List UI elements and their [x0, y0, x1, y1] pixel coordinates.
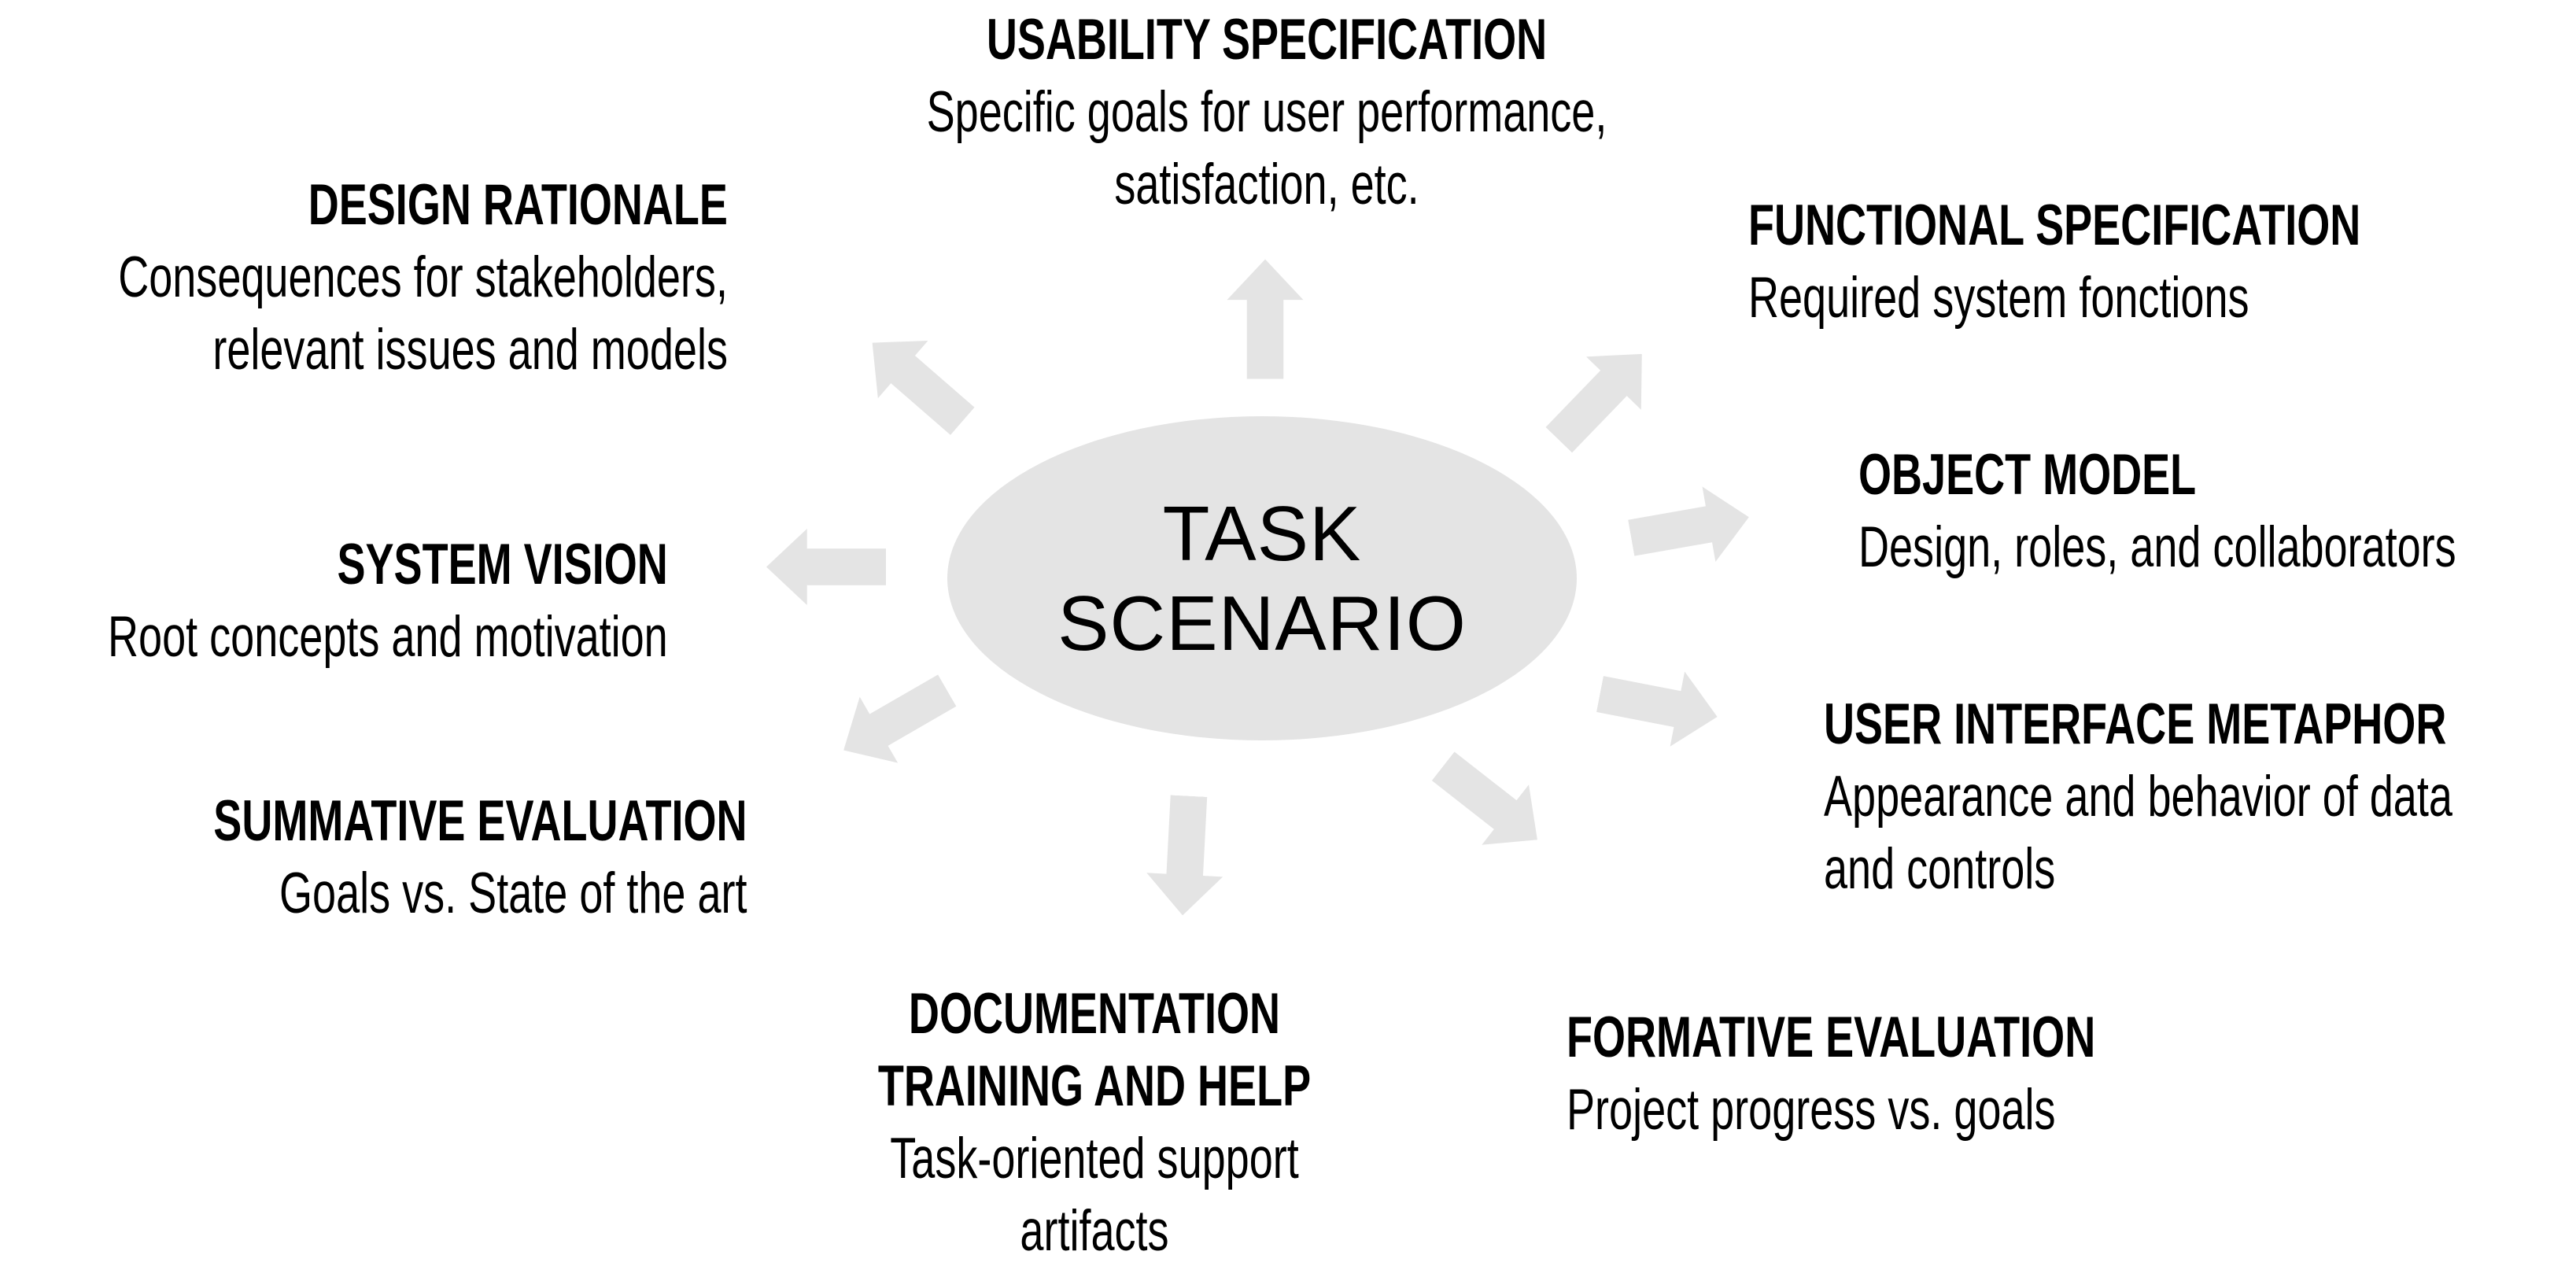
- arrow-southeast-icon: [1419, 736, 1560, 869]
- system-vision-line1: Root concepts and motivation: [108, 605, 668, 669]
- center-label-line1: TASK: [1162, 490, 1362, 577]
- formative-title: FORMATIVE EVALUATION: [1567, 1006, 2096, 1069]
- arrow-north-icon: [1227, 259, 1304, 378]
- arrow-south-icon: [1145, 794, 1227, 917]
- summative-title: SUMMATIVE EVALUATION: [213, 789, 747, 853]
- arrow-west-icon: [766, 529, 886, 605]
- task-scenario-ellipse: TASK SCENARIO: [947, 416, 1577, 740]
- node-usability-specification: USABILITY SPECIFICATION Specific goals f…: [927, 4, 2187, 221]
- node-design-rationale: DESIGN RATIONALE Consequences for stakeh…: [0, 169, 728, 386]
- ui-metaphor-title: USER INTERFACE METAPHOR: [1824, 692, 2447, 756]
- arrow-southwest-icon: [825, 657, 966, 783]
- center-label-line2: SCENARIO: [1057, 580, 1467, 666]
- node-object-model: OBJECT MODEL Design, roles, and collabor…: [1858, 439, 2576, 584]
- documentation-title-line1: DOCUMENTATION: [908, 982, 1281, 1046]
- node-formative-evaluation: FORMATIVE EVALUATION Project progress vs…: [1567, 1002, 2281, 1146]
- object-model-line1: Design, roles, and collaborators: [1858, 515, 2456, 579]
- node-user-interface-metaphor: USER INTERFACE METAPHOR Appearance and b…: [1824, 688, 2576, 906]
- usability-title: USABILITY SPECIFICATION: [986, 8, 1548, 72]
- design-rationale-line1: Consequences for stakeholders,: [118, 245, 728, 309]
- object-model-title: OBJECT MODEL: [1858, 443, 2197, 507]
- design-rationale-title: DESIGN RATIONALE: [308, 173, 728, 237]
- node-documentation-training-help: DOCUMENTATION TRAINING AND HELP Task-ori…: [878, 978, 1680, 1266]
- usability-line1: Specific goals for user performance,: [926, 80, 1607, 144]
- documentation-title-line2: TRAINING AND HELP: [877, 1054, 1312, 1118]
- arrow-northeast-icon: [1531, 327, 1669, 467]
- ui-metaphor-line2: and controls: [1824, 837, 2056, 901]
- system-vision-title: SYSTEM VISION: [337, 533, 668, 596]
- arrow-east-southeast-icon: [1592, 656, 1725, 754]
- documentation-line1: Task-oriented support: [890, 1127, 1299, 1190]
- design-rationale-line2: relevant issues and models: [212, 318, 728, 382]
- node-summative-evaluation: SUMMATIVE EVALUATION Goals vs. State of …: [26, 785, 747, 930]
- node-functional-specification: FUNCTIONAL SPECIFICATION Required system…: [1748, 190, 2576, 334]
- functional-line1: Required system fonctions: [1748, 266, 2249, 330]
- ui-metaphor-line1: Appearance and behavior of data: [1824, 765, 2452, 829]
- usability-line2: satisfaction, etc.: [1114, 153, 1419, 216]
- formative-line1: Project progress vs. goals: [1567, 1078, 2056, 1142]
- summative-line1: Goals vs. State of the art: [279, 862, 747, 925]
- documentation-line2: artifacts: [1020, 1199, 1169, 1263]
- functional-title: FUNCTIONAL SPECIFICATION: [1748, 194, 2361, 257]
- arrow-east-northeast-icon: [1625, 479, 1756, 575]
- arrow-northwest-icon: [847, 314, 987, 450]
- node-system-vision: SYSTEM VISION Root concepts and motivati…: [0, 529, 668, 674]
